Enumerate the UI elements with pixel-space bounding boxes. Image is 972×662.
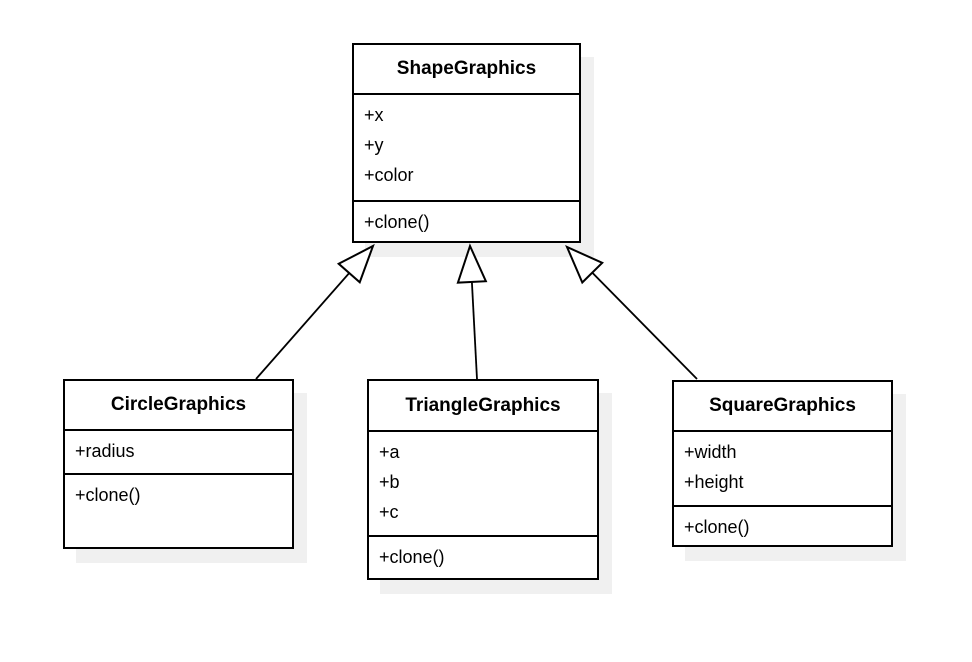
- attribute: +a: [379, 442, 400, 462]
- class-circlegraphics: CircleGraphics +radius +clone(): [63, 379, 294, 549]
- class-title: ShapeGraphics: [396, 58, 537, 79]
- method: +clone(): [684, 517, 750, 537]
- class-squaregraphics: SquareGraphics +width +height +clone(): [672, 380, 893, 547]
- attribute: +width: [684, 442, 737, 462]
- class-attributes: +radius: [65, 429, 292, 473]
- inheritance-arrow-circle-to-shape: [255, 243, 375, 380]
- class-title: CircleGraphics: [110, 394, 247, 415]
- class-attributes: +x +y +color: [354, 93, 579, 200]
- class-attributes: +width +height: [674, 430, 891, 505]
- class-methods: +clone(): [65, 473, 292, 547]
- attribute: +height: [684, 472, 744, 492]
- class-methods: +clone(): [354, 200, 579, 241]
- inheritance-arrow-square-to-shape: [565, 245, 698, 380]
- attribute: +radius: [75, 441, 135, 461]
- method: +clone(): [364, 212, 430, 232]
- inheritance-arrow-triangle-to-shape: [456, 243, 488, 380]
- method: +clone(): [75, 485, 141, 505]
- class-attributes: +a +b +c: [369, 430, 597, 535]
- class-title: SquareGraphics: [709, 395, 856, 416]
- class-shapegraphics: ShapeGraphics +x +y +color +clone(): [352, 43, 581, 243]
- attribute: +y: [364, 135, 384, 155]
- attribute: +c: [379, 502, 399, 522]
- class-methods: +clone(): [369, 535, 597, 578]
- class-title: TriangleGraphics: [405, 394, 561, 416]
- attribute: +b: [379, 472, 400, 492]
- method: +clone(): [379, 547, 445, 567]
- class-methods: +clone(): [674, 505, 891, 545]
- class-trianglegraphics: TriangleGraphics +a +b +c +clone(): [367, 379, 599, 580]
- attribute: +color: [364, 165, 414, 185]
- attribute: +x: [364, 105, 384, 125]
